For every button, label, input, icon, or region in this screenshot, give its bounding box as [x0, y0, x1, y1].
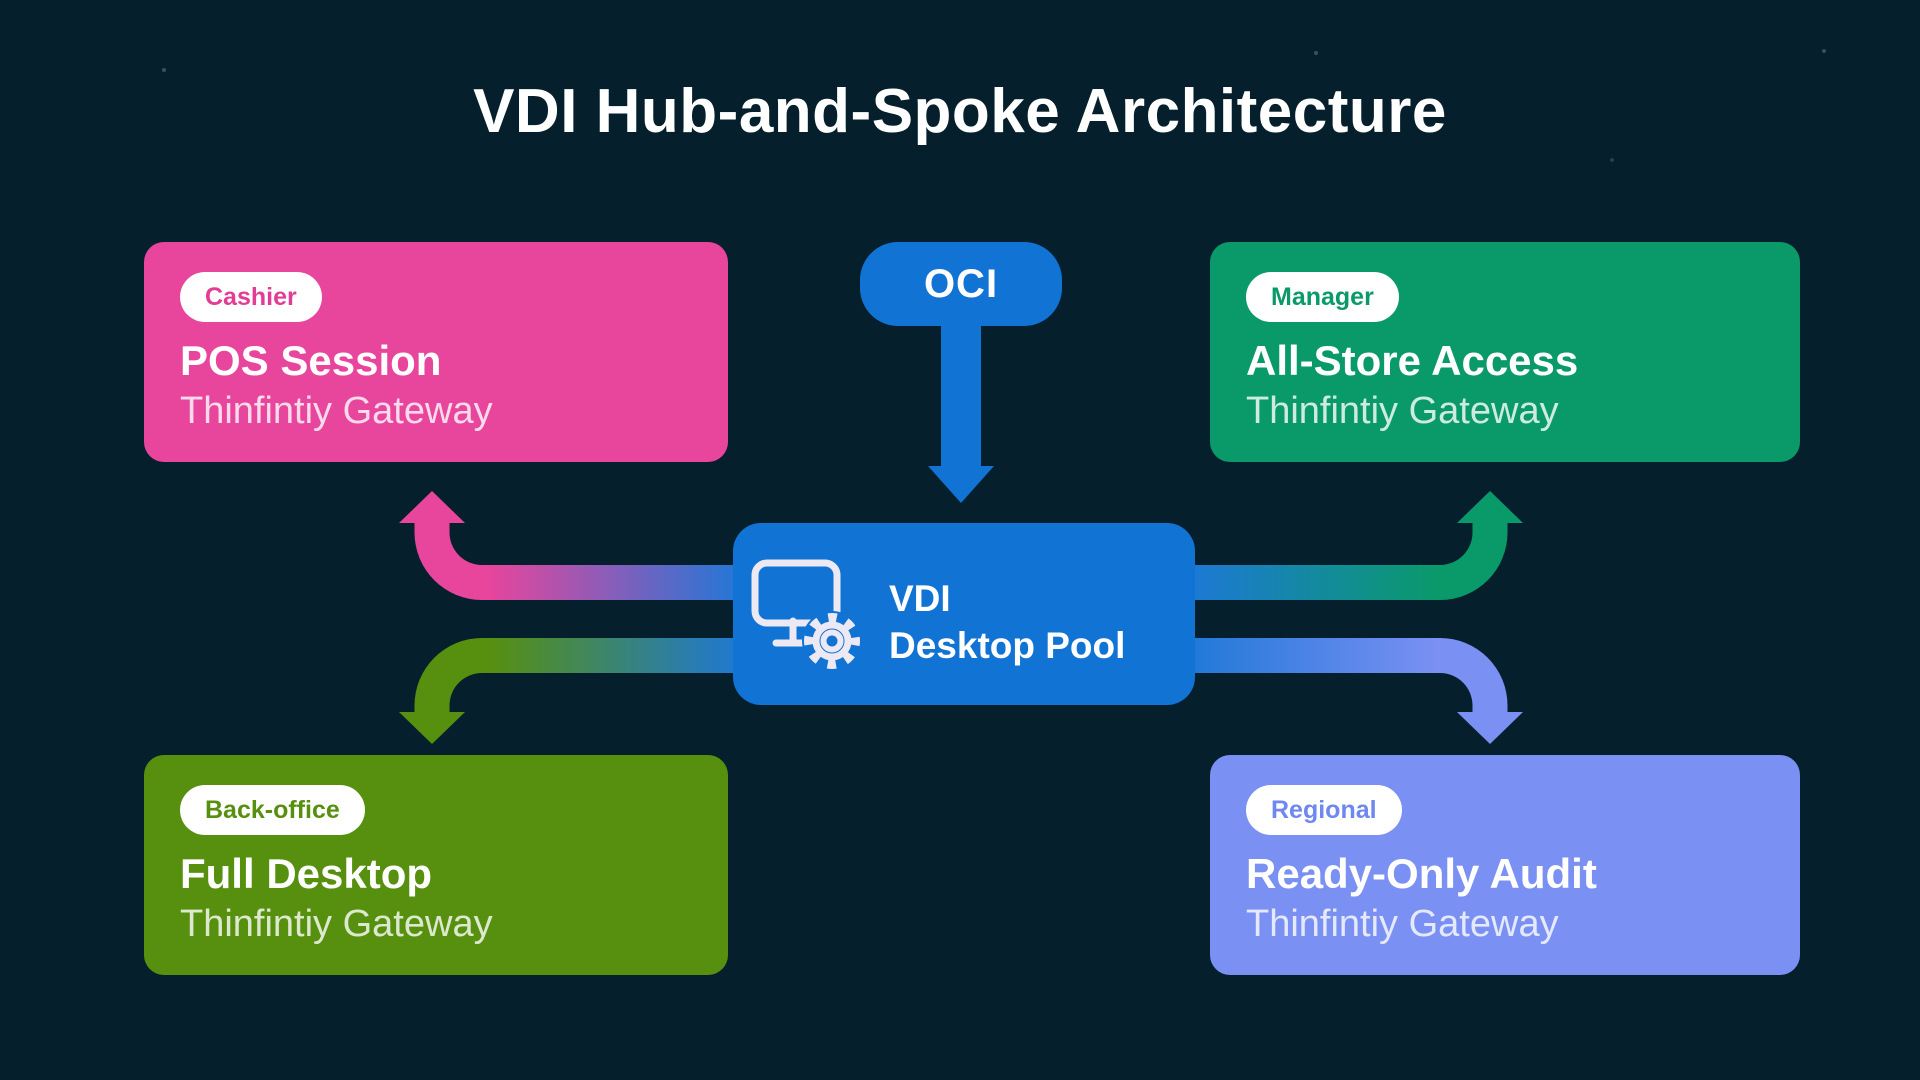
- node-card-ready-only-audit: Regional Ready-Only Audit Thinfintiy Gat…: [1210, 755, 1800, 975]
- node-title: Ready-Only Audit: [1246, 850, 1597, 897]
- hub-label-line1: VDI: [889, 578, 951, 619]
- node-badge: Manager: [1246, 272, 1399, 322]
- node-card-full-desktop: Back-office Full Desktop Thinfintiy Gate…: [144, 755, 728, 975]
- hub-to-pos-arrow: [399, 491, 745, 600]
- node-title: Full Desktop: [180, 850, 433, 897]
- node-subtitle: Thinfintiy Gateway: [1246, 903, 1559, 946]
- hub-to-allstore-arrow: [1185, 491, 1523, 600]
- node-subtitle: Thinfintiy Gateway: [1246, 390, 1559, 433]
- diagram-title: VDI Hub-and-Spoke Architecture: [473, 77, 1447, 146]
- hub-to-audit-arrow: [1185, 638, 1523, 744]
- background-speck: [1610, 158, 1614, 162]
- node-title: All-Store Access: [1246, 337, 1579, 384]
- hub-node-vdi-desktop-pool: VDI Desktop Pool: [733, 523, 1195, 705]
- node-badge: Back-office: [180, 785, 365, 835]
- node-badge: Cashier: [180, 272, 322, 322]
- oci-to-hub-arrow: [928, 320, 994, 503]
- oci-node: OCI: [860, 242, 1062, 326]
- background-speck: [162, 68, 166, 72]
- oci-label: OCI: [923, 261, 999, 306]
- hub-to-fulldesktop-arrow: [399, 638, 745, 744]
- node-card-pos-session: Cashier POS Session Thinfintiy Gateway: [144, 242, 728, 462]
- background-speck: [1822, 49, 1826, 53]
- node-title: POS Session: [180, 337, 442, 384]
- hub-label: VDI Desktop Pool: [889, 575, 1125, 669]
- hub-label-line2: Desktop Pool: [889, 625, 1126, 666]
- node-subtitle: Thinfintiy Gateway: [180, 903, 493, 946]
- background-speck: [1314, 51, 1318, 55]
- node-card-all-store-access: Manager All-Store Access Thinfintiy Gate…: [1210, 242, 1800, 462]
- node-subtitle: Thinfintiy Gateway: [180, 390, 493, 433]
- desktop-gear-icon: [751, 559, 862, 671]
- node-badge: Regional: [1246, 785, 1402, 835]
